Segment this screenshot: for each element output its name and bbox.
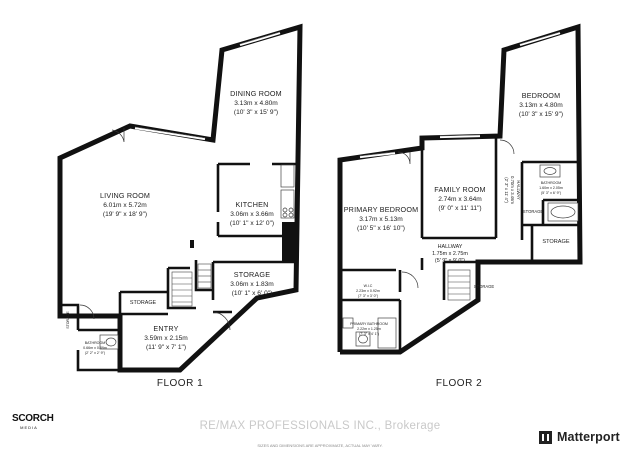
matterport-icon xyxy=(539,430,552,444)
room-bathroom-2-imperial: (5' 3" x 6' 9") xyxy=(541,191,561,195)
room-storage-1-imperial: (10' 1" x 6' 0") xyxy=(232,290,273,297)
room-hallway-2-metric: 0.70m x 3.46m xyxy=(510,176,515,204)
room-bathroom-1-imperial: (2' 2" x 2' 9") xyxy=(85,351,105,355)
floor-2-plan xyxy=(337,23,583,355)
disclaimer-note: SIZES AND DIMENSIONS ARE APPROXIMATE, AC… xyxy=(257,443,383,448)
room-kitchen-imperial: (10' 1" x 12' 0") xyxy=(230,220,274,227)
scorch-logo-bottom: MEDIA xyxy=(20,425,38,430)
room-entry-name: ENTRY xyxy=(153,324,178,333)
room-hallway-1-imperial: (5' 9" x 9' 0") xyxy=(435,258,465,264)
room-family-metric: 2.74m x 3.64m xyxy=(438,196,482,203)
room-bedroom-metric: 3.13m x 4.80m xyxy=(519,102,563,109)
room-primary-bathroom-imperial: (7' 3" x 4' 1") xyxy=(359,332,379,336)
room-storage-4-name: STORAGE xyxy=(523,209,544,214)
floor-1-plan xyxy=(57,23,303,373)
floor-1-outer-wall xyxy=(57,23,303,373)
room-primary-bedroom-name: PRIMARY BEDROOM xyxy=(344,205,419,214)
room-storage-3-name: STORAGE xyxy=(66,311,70,329)
room-bathroom-2-name: BATHROOM xyxy=(541,181,562,185)
room-primary-bathroom-metric: 2.22m x 1.25m xyxy=(357,327,381,331)
room-kitchen-metric: 3.06m x 3.66m xyxy=(230,211,274,218)
room-storage-2-name: STORAGE xyxy=(130,300,157,306)
room-storage-1-metric: 3.06m x 1.83m xyxy=(230,281,274,288)
floor-2-label: FLOOR 2 xyxy=(436,378,482,389)
room-family-name: FAMILY ROOM xyxy=(434,185,485,194)
room-storage-5-name: STORAGE xyxy=(542,239,570,245)
room-wic-imperial: (7' 3" x 3' 0") xyxy=(358,294,378,298)
room-entry-imperial: (11' 9" x 7' 1") xyxy=(146,344,186,351)
matterport-text: Matterport xyxy=(557,430,620,444)
room-bathroom-1-metric: 0.66m x 0.89m xyxy=(83,346,107,350)
room-bedroom-imperial: (10' 3" x 15' 9") xyxy=(519,111,563,118)
room-bedroom-name: BEDROOM xyxy=(522,91,561,100)
room-bathroom-2-metric: 1.60m x 2.05m xyxy=(539,186,563,190)
room-dining-imperial: (10' 3" x 15' 9") xyxy=(234,109,278,116)
room-primary-bedroom-imperial: (10' 5" x 16' 10") xyxy=(357,225,405,232)
room-family-imperial: (9' 0" x 11' 11") xyxy=(438,205,481,212)
room-living-imperial: (19' 9" x 18' 9") xyxy=(103,211,147,218)
room-wic-name: W.I.C xyxy=(364,284,373,288)
room-primary-bedroom-metric: 3.17m x 5.13m xyxy=(359,216,403,223)
room-primary-bathroom-name: PRIMARY BATHROOM xyxy=(350,322,388,326)
room-kitchen-name: KITCHEN xyxy=(236,200,269,209)
brokerage-watermark: RE/MAX PROFESSIONALS INC., Brokerage xyxy=(199,420,441,432)
room-bathroom-1-name: BATHROOM xyxy=(85,341,106,345)
room-storage-1-name: STORAGE xyxy=(234,270,270,279)
room-entry-metric: 3.59m x 2.15m xyxy=(144,335,188,342)
scorch-media-logo: SCORCH MEDIA xyxy=(12,413,54,438)
matterport-logo: Matterport xyxy=(539,429,620,445)
room-dining-metric: 3.13m x 4.80m xyxy=(234,100,278,107)
scorch-logo-top: SCORCH xyxy=(12,413,54,424)
room-hallway-1-name: HALLWAY xyxy=(438,244,463,250)
room-dining-name: DINING ROOM xyxy=(230,89,282,98)
floor-1-label: FLOOR 1 xyxy=(157,378,203,389)
room-hallway-1-metric: 1.75m x 2.75m xyxy=(432,251,468,257)
room-hallway-2-name: HALLWAY xyxy=(516,180,521,199)
room-hallway-2-imperial: (2' 3" x 11' 4") xyxy=(504,177,509,203)
room-wic-metric: 2.23m x 0.92m xyxy=(356,289,380,293)
room-living-metric: 6.01m x 5.72m xyxy=(103,202,147,209)
room-living-name: LIVING ROOM xyxy=(100,191,150,200)
room-storage-6-name: STORAGE xyxy=(474,284,495,289)
